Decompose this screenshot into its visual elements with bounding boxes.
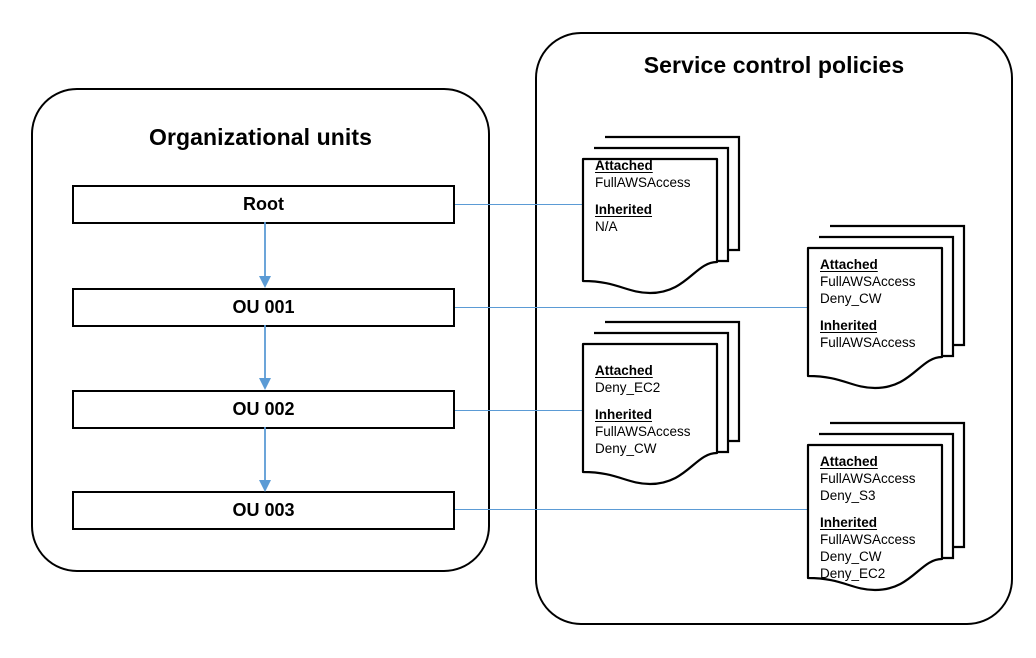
arrow-root-to-ou001 [259,222,271,288]
inherited-item: Deny_CW [595,441,657,456]
policy-card-root-body: Attached FullAWSAccess Inherited N/A [595,157,691,235]
connector-ou003-to-policy [455,509,808,510]
ou-box-ou003-label: OU 003 [232,500,295,520]
attached-item: FullAWSAccess [595,175,691,190]
inherited-heading: Inherited [820,515,878,530]
attached-heading: Attached [820,454,878,469]
ou-box-ou002[interactable]: OU 002 [72,390,455,429]
policy-card-ou003-body: Attached FullAWSAccess Deny_S3 Inherited… [820,453,916,582]
document-stack-shape [581,135,741,295]
organizational-units-title: Organizational units [148,124,373,150]
inherited-heading: Inherited [595,202,653,217]
ou-box-ou002-label: OU 002 [232,399,295,419]
document-stack-shape [806,224,966,390]
service-control-policies-title: Service control policies [643,52,905,78]
arrow-ou001-to-ou002 [259,325,271,390]
arrow-ou002-to-ou003 [259,427,271,492]
inherited-item: FullAWSAccess [595,424,691,439]
attached-item: FullAWSAccess [820,274,916,289]
ou-box-ou001[interactable]: OU 001 [72,288,455,327]
inherited-heading: Inherited [820,318,878,333]
ou-box-ou003[interactable]: OU 003 [72,491,455,530]
attached-item: Deny_EC2 [595,380,661,395]
attached-heading: Attached [820,257,878,272]
inherited-item: Deny_CW [820,549,882,564]
connector-root-to-policy [455,204,583,205]
inherited-item: FullAWSAccess [820,335,916,350]
ou-box-root[interactable]: Root [72,185,455,224]
organizational-units-container [31,88,490,572]
attached-item: Deny_S3 [820,488,876,503]
connector-ou001-to-policy [455,307,808,308]
document-stack-shape [806,421,966,592]
inherited-item: FullAWSAccess [820,532,916,547]
connector-ou002-to-policy [455,410,583,411]
inherited-heading: Inherited [595,407,653,422]
inherited-item: N/A [595,219,618,234]
policy-card-ou001[interactable]: Attached FullAWSAccess Deny_CW Inherited… [806,215,983,405]
attached-heading: Attached [595,158,653,173]
service-control-policies-container [535,32,1013,625]
ou-box-root-label: Root [243,194,284,214]
attached-item: FullAWSAccess [820,471,916,486]
attached-heading: Attached [595,363,653,378]
policy-card-ou002[interactable]: Attached Deny_EC2 Inherited FullAWSAcces… [581,311,758,501]
ou-box-ou001-label: OU 001 [232,297,295,317]
policy-card-ou002-body: Attached Deny_EC2 Inherited FullAWSAcces… [595,362,691,457]
policy-card-ou001-body: Attached FullAWSAccess Deny_CW Inherited… [820,256,916,351]
inherited-item: Deny_EC2 [820,566,886,581]
policy-card-ou003[interactable]: Attached FullAWSAccess Deny_S3 Inherited… [806,412,983,607]
policy-card-root[interactable]: Attached FullAWSAccess Inherited N/A [581,115,758,300]
attached-item: Deny_CW [820,291,882,306]
document-stack-shape [581,320,741,486]
